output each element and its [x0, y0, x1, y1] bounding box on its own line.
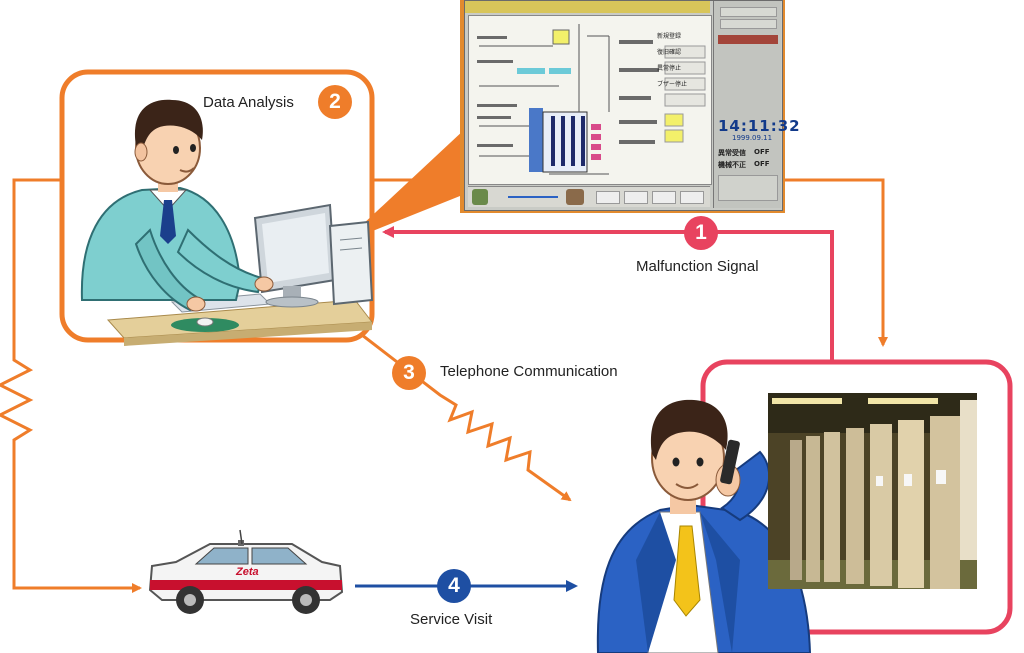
engineer-illustration	[596, 399, 812, 653]
machine-room-photo	[768, 393, 977, 589]
step-2-badge: 2	[318, 85, 352, 119]
step-1-badge: 1	[684, 216, 718, 250]
malfunction-signal-line	[382, 226, 834, 362]
car-door-logo: Zeta	[236, 566, 259, 578]
step-4-label: Service Visit	[410, 611, 493, 628]
status-row-2-label: 機械不正	[718, 161, 746, 169]
step-2-label: Data Analysis	[203, 94, 294, 111]
step-4-badge: 4	[437, 569, 471, 603]
monitor-schematic	[468, 15, 712, 185]
monitor-side-panel: 14:11:32 1999.09.11 異常受信 OFF 機械不正 OFF	[713, 1, 800, 208]
monitor-button-4: ブザー停止	[657, 81, 688, 88]
car-dispatch-line	[0, 178, 142, 593]
monitor-toolbar	[468, 186, 710, 207]
monitor-clock: 14:11:32	[718, 117, 801, 135]
step-1-label: Malfunction Signal	[636, 258, 759, 275]
service-car-illustration	[148, 529, 344, 614]
monitor-screen: 14:11:32 1999.09.11 異常受信 OFF 機械不正 OFF 新規…	[460, 0, 800, 213]
monitor-title-bar	[465, 1, 710, 13]
status-row-2-value: OFF	[754, 160, 770, 168]
status-row-1-label: 異常受信	[718, 149, 746, 157]
monitor-button-3: 異常停止	[657, 65, 682, 72]
monitor-button-2: 復旧確認	[657, 49, 682, 56]
step-3-label: Telephone Communication	[440, 363, 618, 380]
boiler-schematic	[477, 24, 706, 175]
step-3-badge: 3	[392, 356, 426, 390]
telephone-line	[361, 333, 572, 502]
monitor-date: 1999.09.11	[732, 134, 773, 142]
analyst-illustration	[80, 99, 274, 312]
status-row-1-value: OFF	[754, 148, 770, 156]
monitor-button-1: 新規登録	[657, 33, 682, 40]
